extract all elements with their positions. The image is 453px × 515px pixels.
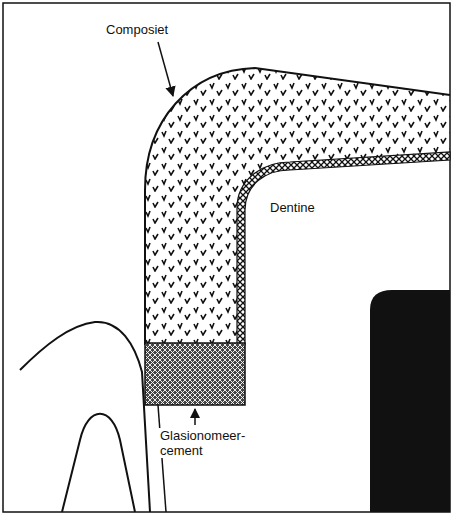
leader-line — [158, 42, 173, 96]
leader-line — [194, 409, 196, 425]
layer-label: Composiet — [104, 22, 170, 37]
layer-label: Glasionomeer- cement — [158, 428, 254, 458]
bone-outline — [62, 414, 135, 512]
pulp — [370, 290, 450, 512]
layer-label: Dentine — [268, 200, 317, 215]
root-line — [158, 405, 166, 512]
frame — [3, 3, 450, 512]
glass-ionomer-block — [145, 343, 245, 405]
gingiva-outline — [20, 322, 150, 512]
